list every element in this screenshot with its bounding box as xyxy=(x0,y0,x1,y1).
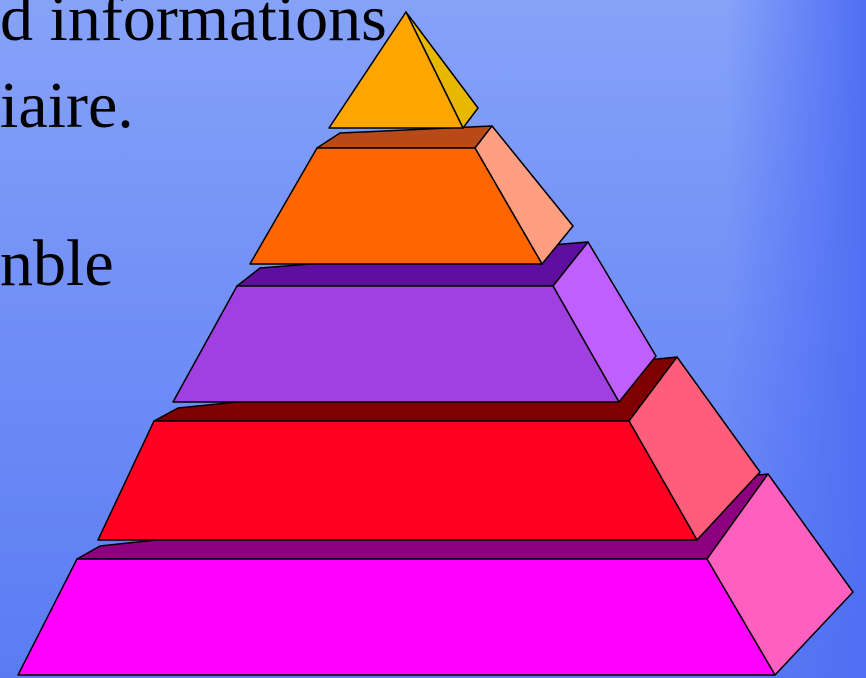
tier-5-front-face xyxy=(18,559,775,675)
tier-2-top-face xyxy=(317,126,492,148)
tier-3-front-face xyxy=(173,286,619,402)
tier-4-front-face xyxy=(98,421,697,540)
